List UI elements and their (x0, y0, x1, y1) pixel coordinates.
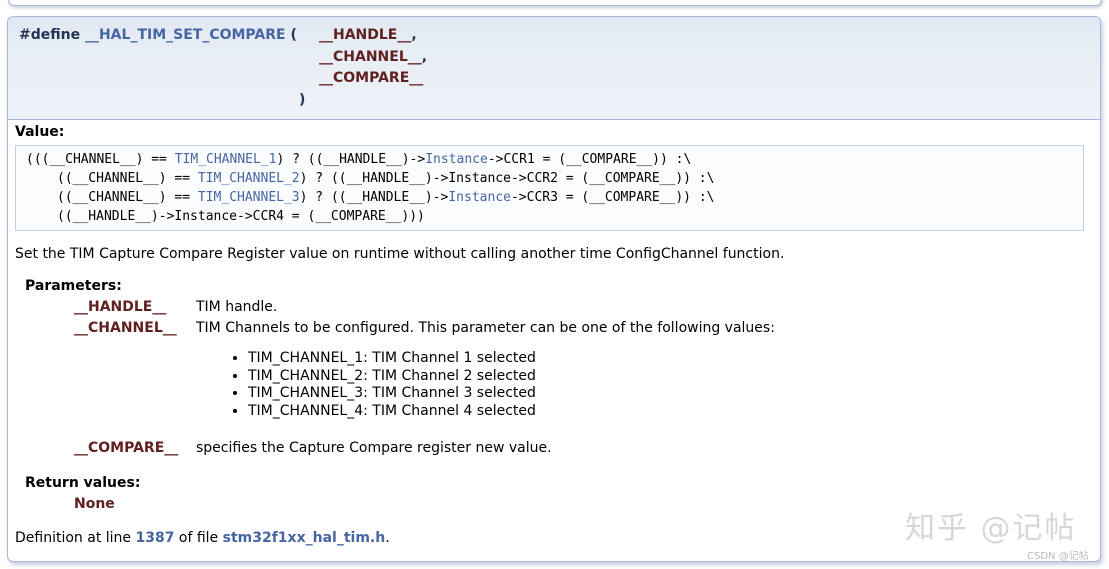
previous-entry-edge (8, 0, 1102, 6)
param-name-handle: __HANDLE__ (74, 299, 167, 315)
open-paren: ( (290, 27, 297, 43)
macro-doc-entry: #define __HAL_TIM_SET_COMPARE ( __HANDLE… (7, 16, 1101, 562)
proto-param-channel: __CHANNEL__ (319, 49, 422, 65)
macro-name[interactable]: __HAL_TIM_SET_COMPARE (84, 27, 286, 43)
proto-param-handle: __HANDLE__ (319, 27, 412, 43)
macro-description: Set the TIM Capture Compare Register val… (15, 246, 785, 262)
param-handle-row: __HANDLE__, (319, 27, 417, 43)
file-link[interactable]: stm32f1xx_hal_tim.h (222, 530, 386, 546)
macro-prototype: #define __HAL_TIM_SET_COMPARE ( __HANDLE… (8, 17, 1100, 120)
param-channel-row: __CHANNEL__, (319, 49, 428, 65)
list-item: TIM_CHANNEL_4: TIM Channel 4 selected (248, 403, 536, 421)
zhihu-watermark: 知乎 @记帖 (905, 511, 1077, 546)
code-link-tim-channel-2[interactable]: TIM_CHANNEL_2 (197, 171, 300, 186)
list-item: TIM_CHANNEL_1: TIM Channel 1 selected (248, 350, 536, 368)
close-paren: ) (299, 92, 306, 108)
define-keyword: #define (19, 27, 81, 43)
code-line-3: ((__CHANNEL__) == TIM_CHANNEL_3) ? ((__H… (57, 190, 715, 205)
line-number-link[interactable]: 1387 (135, 530, 175, 546)
macro-documentation: Value: (((__CHANNEL__) == TIM_CHANNEL_1)… (8, 120, 1100, 560)
parameters-title: Parameters: (25, 278, 122, 294)
param-desc-compare: specifies the Capture Compare register n… (196, 440, 552, 456)
proto-param-compare: __COMPARE__ (319, 70, 424, 86)
list-item: TIM_CHANNEL_3: TIM Channel 3 selected (248, 385, 536, 403)
csdn-watermark: CSDN @记帖 (1027, 551, 1089, 562)
value-title: Value: (15, 124, 65, 140)
code-line-2: ((__CHANNEL__) == TIM_CHANNEL_2) ? ((__H… (57, 171, 715, 186)
code-fragment: (((__CHANNEL__) == TIM_CHANNEL_1) ? ((__… (15, 145, 1084, 231)
channel-values-list: TIM_CHANNEL_1: TIM Channel 1 selected TI… (230, 350, 536, 420)
return-value-none: None (74, 496, 115, 512)
param-desc-channel: TIM Channels to be configured. This para… (196, 320, 775, 336)
param-name-channel: __CHANNEL__ (74, 320, 177, 336)
code-line-1: (((__CHANNEL__) == TIM_CHANNEL_1) ? ((__… (26, 152, 692, 167)
return-values-title: Return values: (25, 475, 141, 491)
list-item: TIM_CHANNEL_2: TIM Channel 2 selected (248, 368, 536, 386)
param-name-compare: __COMPARE__ (74, 440, 179, 456)
param-desc-handle: TIM handle. (196, 299, 278, 315)
code-line-4: ((__HANDLE__)->Instance->CCR4 = (__COMPA… (57, 209, 425, 224)
prototype-header: #define __HAL_TIM_SET_COMPARE ( (19, 27, 297, 43)
code-link-tim-channel-3[interactable]: TIM_CHANNEL_3 (197, 190, 300, 205)
code-link-tim-channel-1[interactable]: TIM_CHANNEL_1 (174, 152, 277, 167)
code-link-instance[interactable]: Instance (448, 190, 511, 205)
code-link-instance[interactable]: Instance (425, 152, 488, 167)
param-compare-row: __COMPARE__ (319, 70, 423, 86)
definition-line: Definition at line 1387 of file stm32f1x… (15, 530, 390, 546)
